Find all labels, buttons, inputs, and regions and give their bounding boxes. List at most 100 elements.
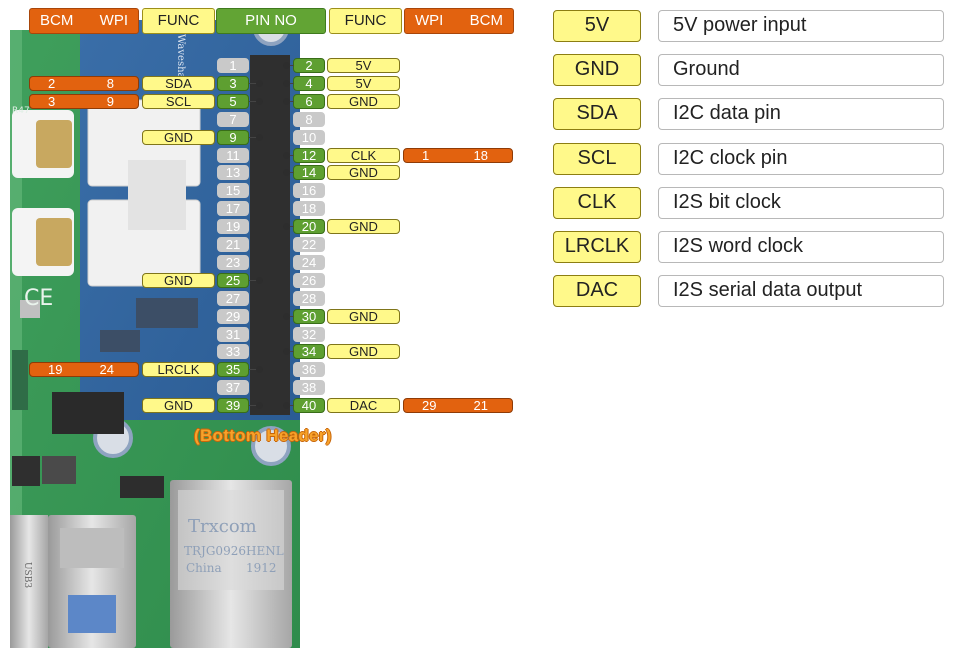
pin-row-37: 37	[0, 380, 954, 396]
pin-number: 34	[293, 344, 325, 360]
pin-func: 5V	[327, 58, 400, 73]
pin-row-10: 10	[0, 129, 954, 145]
legend-description: I2S bit clock	[658, 186, 944, 219]
pin-number: 4	[293, 75, 325, 91]
pin-dot	[283, 169, 290, 177]
pin-row-16: 16	[0, 183, 954, 199]
pin-bcm: 3	[48, 93, 56, 109]
pin-dot	[283, 97, 290, 105]
legend-key: SDA	[553, 98, 641, 131]
pin-func: GND	[142, 398, 215, 414]
bottom-header-label: (Bottom Header)	[194, 426, 332, 445]
header-pin-no: PIN NO	[216, 8, 326, 34]
pin-connector	[249, 369, 259, 371]
pin-bcm: 21	[473, 398, 488, 414]
header-left-wpi: WPI	[99, 12, 128, 29]
pin-row-36: 36	[0, 362, 954, 378]
pin-row-8: 8	[0, 111, 954, 127]
ethernet-model: TRJG0926HENL	[184, 544, 284, 558]
pin-dot	[283, 402, 290, 410]
header-right-func: FUNC	[329, 8, 402, 34]
pin-row-13: 13	[0, 165, 954, 181]
legend-description: I2C data pin	[658, 98, 944, 131]
pin-func: GND	[142, 272, 215, 288]
pin-dot	[256, 79, 263, 87]
pin-wpi: 1	[422, 147, 430, 163]
header-right-wpi: WPI	[415, 12, 444, 29]
dac-chip	[52, 392, 124, 434]
legend-key: DAC	[553, 275, 641, 308]
pin-row-19: 19	[0, 219, 954, 235]
pin-number: 12	[293, 147, 325, 163]
pin-row-24: 24	[0, 254, 954, 270]
pin-number: 9	[217, 129, 249, 145]
pin-row-27: 27	[0, 290, 954, 306]
legend-key: SCL	[553, 142, 641, 175]
pin-number: 15	[217, 183, 249, 199]
pin-func: DAC	[327, 398, 400, 414]
pin-func: CLK	[327, 147, 400, 163]
header-left-bcm-wpi: BCM WPI	[29, 8, 139, 34]
ethernet-code: 1912	[246, 561, 277, 575]
pin-number: 13	[217, 165, 249, 181]
pin-row-26: 26	[0, 272, 954, 288]
pin-dot	[256, 276, 263, 284]
pin-connector	[249, 405, 259, 407]
pin-number: 28	[293, 290, 325, 306]
pin-number: 16	[293, 183, 325, 199]
pin-number: 35	[217, 362, 249, 378]
pin-row-7: 7	[0, 111, 954, 127]
legend-description: 5V power input	[658, 10, 944, 42]
pin-number: 40	[293, 398, 325, 414]
pin-row-1: 1	[0, 58, 954, 73]
header-left-func: FUNC	[142, 8, 215, 34]
pin-bcm: 2	[48, 75, 56, 91]
pin-number: 32	[293, 326, 325, 342]
pin-dot	[283, 312, 290, 320]
pin-dot	[256, 133, 263, 141]
pin-number: 26	[293, 272, 325, 288]
pin-row-32: 32	[0, 326, 954, 342]
pin-func: GND	[327, 308, 400, 324]
pin-number: 21	[217, 237, 249, 252]
pin-connector	[249, 279, 259, 281]
pin-connector	[249, 82, 259, 84]
pin-row-29: 29	[0, 308, 954, 324]
pin-func: 5V	[327, 75, 400, 91]
pin-number: 19	[217, 219, 249, 235]
pin-func: GND	[327, 93, 400, 109]
pin-number: 14	[293, 165, 325, 181]
pin-dot	[283, 223, 290, 231]
pin-number: 8	[293, 111, 325, 127]
legend-key: GND	[553, 54, 641, 87]
pin-func: LRCLK	[142, 362, 215, 378]
pin-number: 30	[293, 308, 325, 324]
pin-row-21: 21	[0, 237, 954, 252]
pin-row-22: 22	[0, 237, 954, 252]
pin-number: 10	[293, 129, 325, 145]
legend-key: 5V	[553, 10, 641, 42]
pin-number: 24	[293, 254, 325, 270]
pin-number: 29	[217, 308, 249, 324]
pin-number: 36	[293, 362, 325, 378]
pin-dot	[256, 97, 263, 105]
pin-func: SCL	[142, 93, 215, 109]
pin-dot	[283, 79, 290, 87]
pin-number: 38	[293, 380, 325, 396]
pin-dot	[283, 62, 290, 69]
pin-connector	[249, 136, 259, 138]
pin-func: GND	[327, 344, 400, 360]
pin-row-17: 17	[0, 201, 954, 217]
pin-row-15: 15	[0, 183, 954, 199]
pin-dot	[256, 366, 263, 374]
